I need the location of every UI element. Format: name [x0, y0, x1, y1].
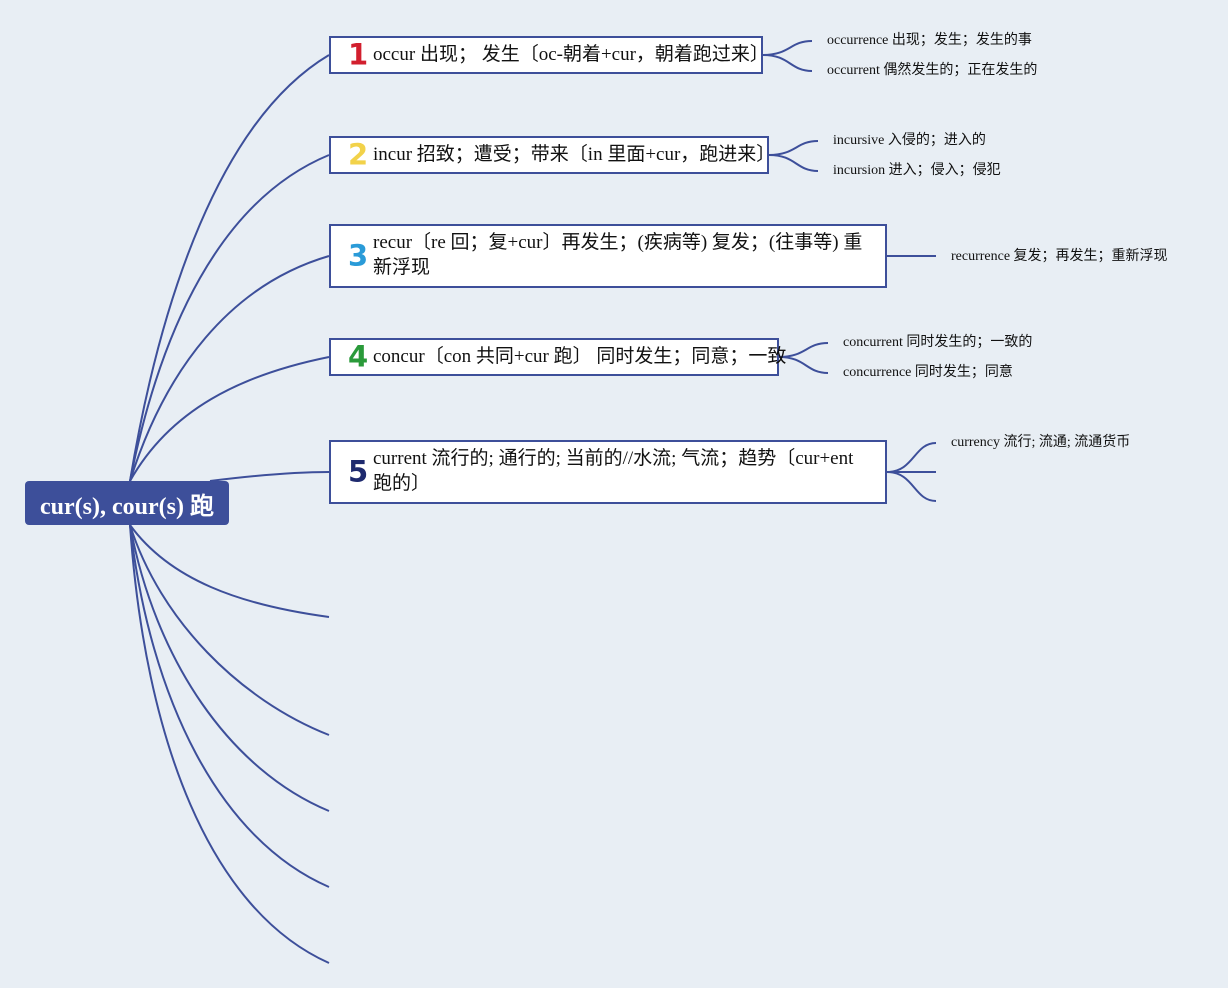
branch-4-node[interactable]: 4 concur〔con 共同+cur 跑〕 同时发生；同意；一致 [329, 338, 787, 376]
branch-3-text: recur〔re 回；复+cur〕再发生；(疾病等) 复发；(往事等) 重新浮现 [373, 232, 863, 278]
connector-root-empty-5 [129, 524, 330, 964]
connector-branch-4-leaf-2 [778, 356, 829, 374]
connector-root-empty-3 [129, 524, 330, 812]
connector-branch-5-leaf-3 [886, 471, 937, 502]
connector-root-branch-1 [129, 54, 330, 482]
branch-4-text: concur〔con 共同+cur 跑〕 同时发生；同意；一致 [373, 346, 787, 367]
branch-2-leaf-2[interactable]: incursion 进入；侵入；侵犯 [833, 163, 1001, 178]
branch-2-node[interactable]: 2 incur 招致；遭受；带来〔in 里面+cur，跑进来〕 [329, 136, 776, 174]
number-4-icon: 4 [348, 339, 369, 374]
branch-2-text: incur 招致；遭受；带来〔in 里面+cur，跑进来〕 [373, 144, 776, 165]
connector-branch-2-leaf-2 [768, 154, 819, 172]
connector-root-empty-4 [129, 524, 330, 888]
branch-1-leaf-2[interactable]: occurrent 偶然发生的；正在发生的 [827, 63, 1038, 78]
connector-root-branch-5 [209, 471, 330, 482]
root-topic-label: cur(s), cour(s) 跑 [40, 493, 214, 520]
branch-1-leaf-1[interactable]: occurrence 出现；发生；发生的事 [827, 33, 1032, 48]
connector-branch-4-leaf-1 [778, 342, 829, 358]
connector-branch-1-leaf-1 [762, 40, 813, 56]
branch-4-leaf-2[interactable]: concurrence 同时发生；同意 [843, 365, 1013, 380]
connector-root-empty-2 [129, 524, 330, 736]
number-1-icon: 1 [348, 37, 369, 72]
branch-3-node[interactable]: 3 recur〔re 回；复+cur〕再发生；(疾病等) 复发；(往事等) 重新… [329, 224, 887, 288]
connector-root-branch-4 [129, 356, 330, 482]
branch-2-leaf-1[interactable]: incursive 入侵的；进入的 [833, 133, 986, 148]
connector-branch-1-leaf-2 [762, 54, 813, 72]
number-3-icon: 3 [348, 238, 369, 273]
branch-4-leaf-1[interactable]: concurrent 同时发生的；一致的 [843, 335, 1033, 350]
connector-root-empty-1 [129, 524, 330, 618]
connector-root-branch-2 [129, 154, 330, 482]
branch-1-node[interactable]: 1 occur 出现； 发生〔oc-朝着+cur，朝着跑过来〕 [329, 36, 769, 74]
branch-5-text: current 流行的; 通行的; 当前的//水流; 气流；趋势〔cur+ent… [373, 448, 854, 494]
number-2-icon: 2 [348, 137, 369, 172]
number-5-icon: 5 [348, 454, 369, 489]
connector-branch-2-leaf-1 [768, 140, 819, 156]
root-topic[interactable]: cur(s), cour(s) 跑 [25, 481, 229, 525]
branch-5-node[interactable]: 5 current 流行的; 通行的; 当前的//水流; 气流；趋势〔cur+e… [329, 440, 887, 504]
connector-root-branch-3 [129, 255, 330, 482]
branch-3-leaf-1[interactable]: recurrence 复发；再发生；重新浮现 [951, 249, 1168, 264]
branch-5-leaf-1[interactable]: currency 流行; 流通; 流通货币 [951, 435, 1131, 450]
branch-1-text: occur 出现； 发生〔oc-朝着+cur，朝着跑过来〕 [373, 44, 769, 65]
connector-branch-5-leaf-1 [886, 442, 937, 473]
